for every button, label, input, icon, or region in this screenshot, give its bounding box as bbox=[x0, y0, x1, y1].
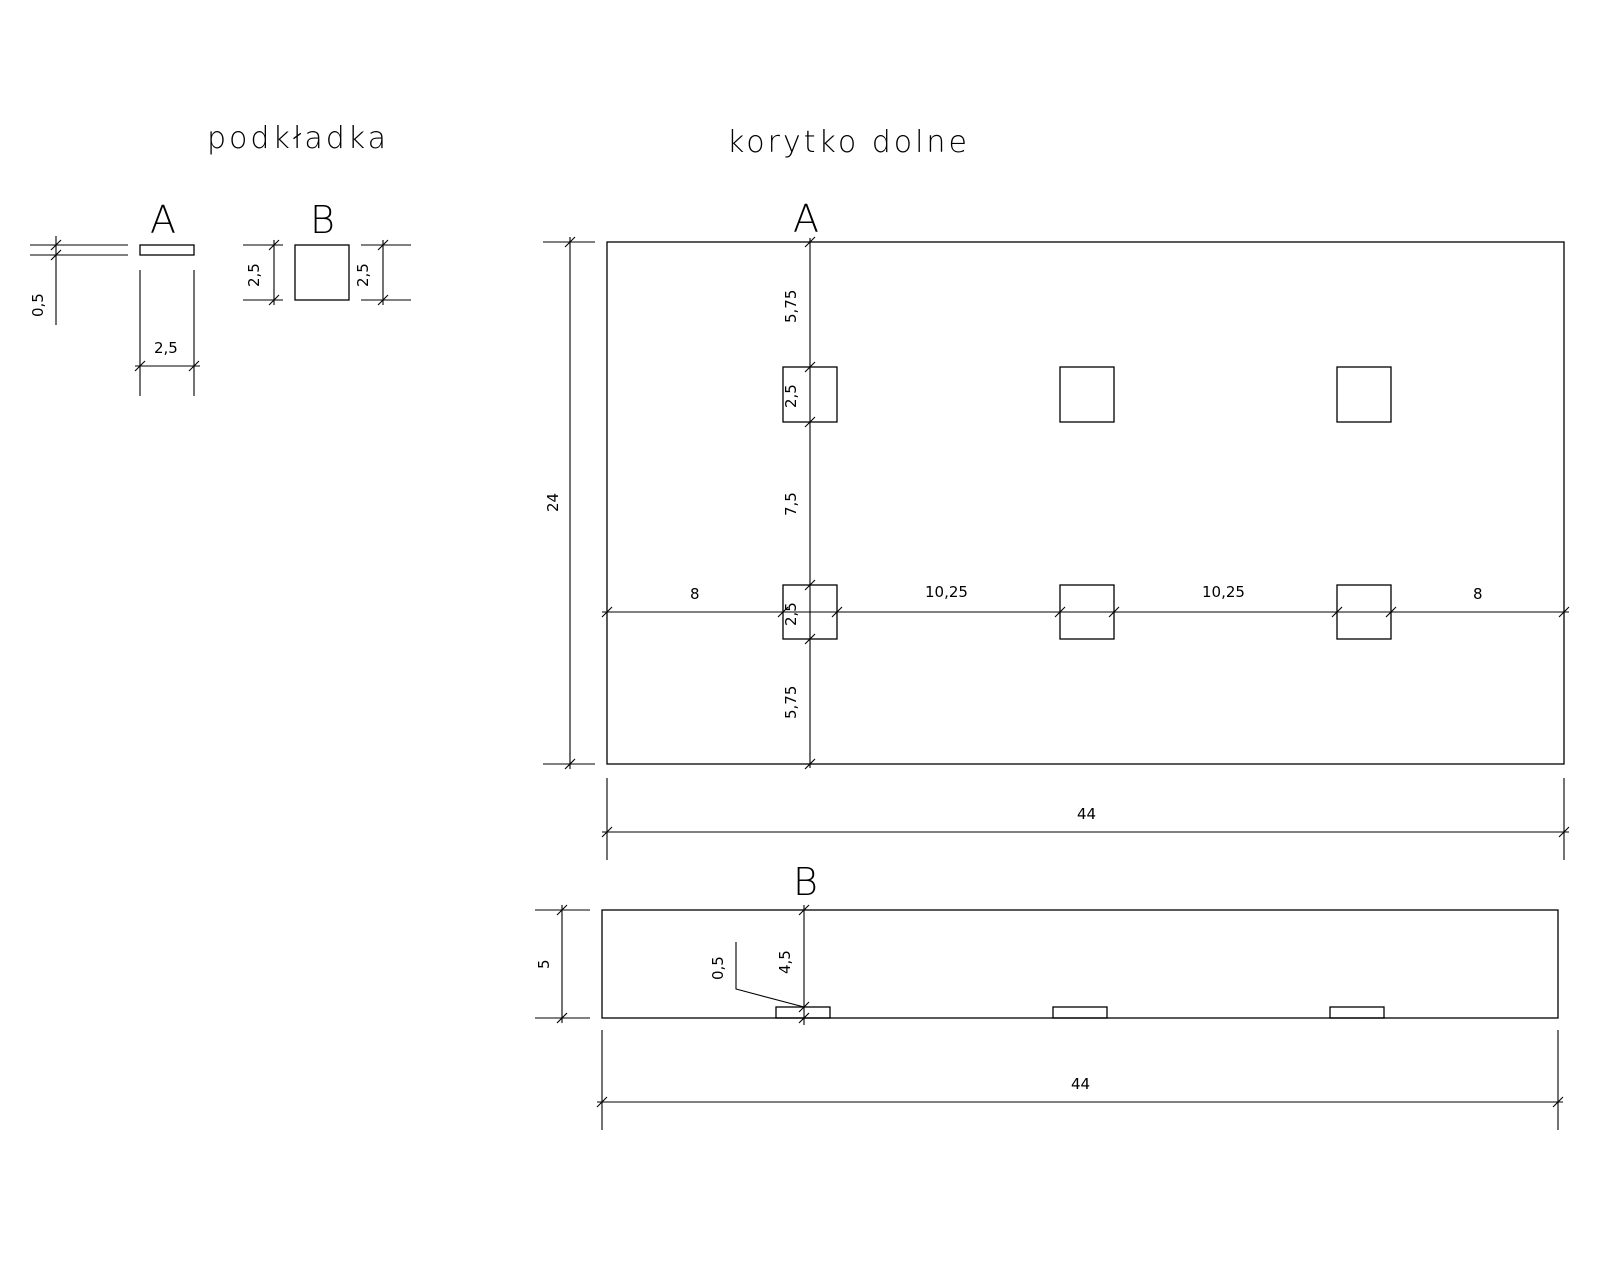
side-washer-3 bbox=[1329, 1006, 1385, 1019]
washer-right-side-label: 2,5 bbox=[354, 263, 372, 287]
trough-plan-outline bbox=[606, 241, 1565, 765]
washer-thickness-label: 0,5 bbox=[29, 293, 47, 317]
washer-view-a: A 0,5 2,5 bbox=[29, 198, 200, 396]
side-washer-2 bbox=[1052, 1006, 1108, 1019]
dim-spacing-1: 10,25 bbox=[925, 583, 968, 601]
washer-marker-b: B bbox=[310, 198, 335, 242]
dim-side-height: 5 bbox=[535, 959, 553, 969]
washer-top-square bbox=[294, 244, 350, 301]
dim-middle-gap: 7,5 bbox=[782, 492, 800, 516]
hole-top-2 bbox=[1059, 366, 1115, 423]
washer-view-b: B 2,5 2,5 bbox=[243, 198, 411, 306]
dim-hole-2: 2,5 bbox=[782, 602, 800, 626]
dim-hole-1: 2,5 bbox=[782, 384, 800, 408]
dim-total-width: 44 bbox=[1077, 805, 1096, 823]
trough-marker-b: B bbox=[793, 860, 818, 904]
dim-washer-thickness: 0,5 bbox=[709, 956, 727, 980]
washer-side-rect bbox=[139, 244, 195, 256]
trough-title: korytko dolne bbox=[727, 125, 970, 160]
washer-width-label: 2,5 bbox=[154, 339, 178, 357]
trough-marker-a: A bbox=[793, 197, 819, 241]
trough-side-outline bbox=[601, 909, 1559, 1019]
dim-upper-part: 4,5 bbox=[776, 950, 794, 974]
dim-left-margin: 8 bbox=[690, 585, 700, 603]
dim-side-width: 44 bbox=[1071, 1075, 1090, 1093]
dim-bottom-gap: 5,75 bbox=[782, 686, 800, 719]
trough-plan-view: A 5,75 2,5 7,5 2,5 5,75 24 bbox=[543, 197, 1570, 860]
dim-top-gap: 5,75 bbox=[782, 290, 800, 323]
dim-right-margin: 8 bbox=[1473, 585, 1483, 603]
washer-title: podkładka bbox=[207, 121, 389, 156]
dim-total-height: 24 bbox=[544, 493, 562, 512]
trough-side-view: B 4,5 0,5 5 44 bbox=[535, 860, 1564, 1130]
dim-spacing-2: 10,25 bbox=[1202, 583, 1245, 601]
hole-top-3 bbox=[1336, 366, 1392, 423]
washer-marker-a: A bbox=[150, 198, 176, 242]
washer-left-side-label: 2,5 bbox=[245, 263, 263, 287]
